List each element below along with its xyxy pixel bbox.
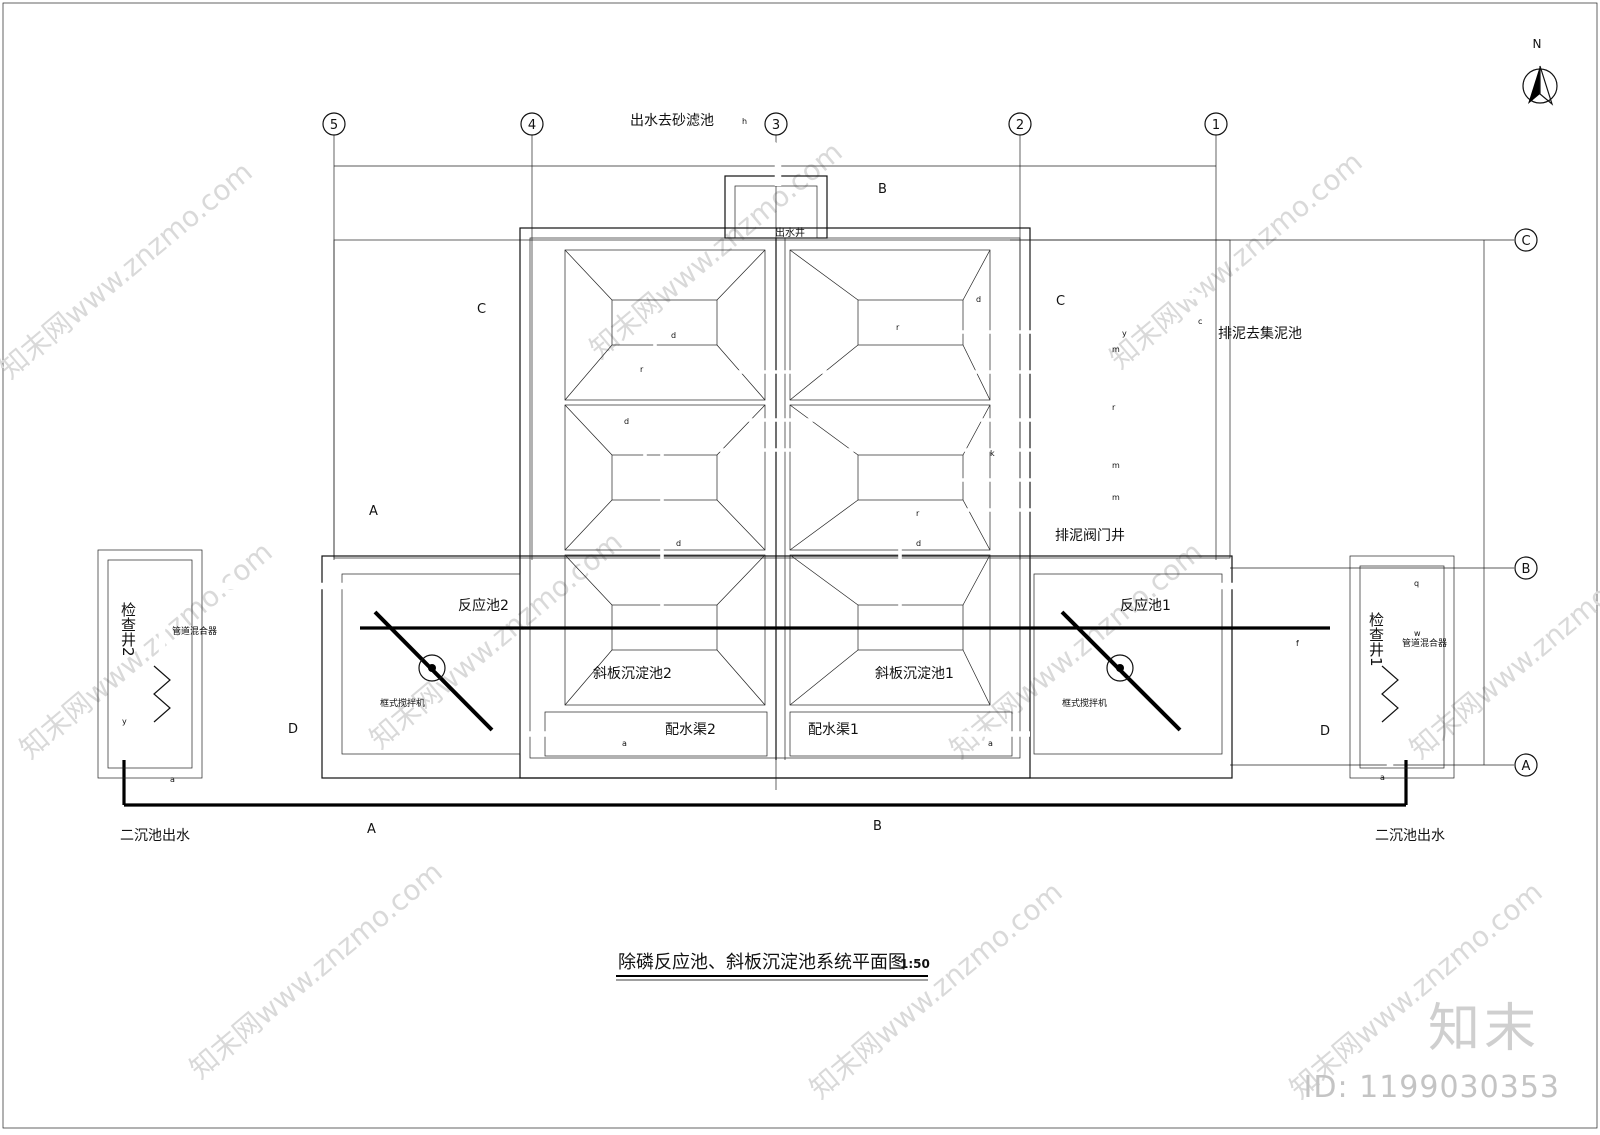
pipe-mixer-right-label: 管道混合器 bbox=[1402, 637, 1447, 649]
section-marker-a: A bbox=[367, 822, 376, 837]
inspection-well-1-label: 检查井1 bbox=[1367, 612, 1385, 667]
axis-bubble bbox=[1514, 753, 1538, 777]
axis-bubble bbox=[520, 112, 544, 136]
section-marker-b: B bbox=[878, 182, 887, 197]
watermark-text: 知末网www.znzmo.com bbox=[803, 875, 1068, 1105]
inspection-well-2-text: 检查井2 bbox=[119, 602, 137, 657]
watermark-text: 知末网www.znzmo.com bbox=[0, 155, 259, 385]
image-id-watermark: ID: 1199030353 bbox=[1303, 1070, 1560, 1105]
pipe-tag: y bbox=[1122, 329, 1127, 338]
watermark-text: 知末网www.znzmo.com bbox=[183, 855, 448, 1085]
pipe-tags: h d r d r d m r m k m r d d c y a a f q … bbox=[122, 117, 1421, 784]
secondary-outlet-right-label: 二沉池出水 bbox=[1375, 828, 1445, 844]
sludge-to-thickener-label: 排泥去集泥池 bbox=[1218, 325, 1302, 342]
outlet-well-label: 出水井 bbox=[775, 226, 805, 239]
section-marker-b: B bbox=[873, 819, 882, 834]
watermark-text: 知末网www.znzmo.com bbox=[1403, 535, 1600, 765]
axis-label: 4 bbox=[528, 118, 536, 133]
pipe-tag: a bbox=[622, 739, 627, 748]
pipe-tag: h bbox=[742, 117, 747, 126]
section-marker-a: A bbox=[369, 504, 378, 519]
mixer-left-label: 框式搅拌机 bbox=[380, 697, 425, 709]
pipe-tag: d bbox=[624, 417, 629, 426]
section-markers: A A B B C C D D bbox=[288, 182, 1330, 837]
mixer-right-label: 框式搅拌机 bbox=[1062, 697, 1107, 709]
drawing-scale: 1:50 bbox=[900, 957, 930, 971]
drawing-title: 除磷反应池、斜板沉淀池系统平面图 bbox=[618, 952, 906, 973]
axis-bubble bbox=[1204, 112, 1228, 136]
inspection-wells bbox=[97, 549, 1455, 779]
axis-bubble bbox=[1008, 112, 1032, 136]
pipe-tag: f bbox=[1296, 639, 1299, 648]
pipe-tag: k bbox=[990, 449, 995, 458]
area-labels: 出水去砂滤池 出水井 排泥去集泥池 排泥阀门井 反应池2 反应池1 斜板沉淀池2… bbox=[120, 113, 1447, 844]
sludge-valve-well-label: 排泥阀门井 bbox=[1055, 528, 1125, 544]
tank-structure bbox=[321, 227, 1233, 779]
pipe-mixer-left-label: 管道混合器 bbox=[172, 625, 217, 637]
section-marker-c: C bbox=[477, 302, 486, 317]
pipe-tag: d bbox=[976, 295, 981, 304]
outlet-to-sand-filter-label: 出水去砂滤池 bbox=[630, 113, 714, 129]
axis-label: 2 bbox=[1016, 118, 1024, 133]
pipe-tag: r bbox=[1112, 403, 1116, 412]
axis-label: 1 bbox=[1212, 118, 1220, 133]
section-marker-d: D bbox=[288, 722, 298, 737]
channel-1-label: 配水渠1 bbox=[808, 722, 859, 738]
secondary-outlet-left-label: 二沉池出水 bbox=[120, 828, 190, 844]
mixer-right-icon bbox=[1060, 610, 1182, 732]
pipe-tag: r bbox=[916, 509, 920, 518]
pipe-tag: r bbox=[896, 323, 900, 332]
outlet-well bbox=[720, 136, 828, 239]
mixer-left-icon bbox=[373, 610, 494, 732]
sludge-pipes bbox=[642, 292, 1205, 632]
axis-bubble bbox=[322, 112, 346, 136]
pipe-tag: y bbox=[122, 717, 127, 726]
reaction-tank-1-label: 反应池1 bbox=[1120, 597, 1171, 614]
pipe-tag: d bbox=[916, 539, 921, 548]
axis-label: C bbox=[1521, 234, 1530, 249]
settler-1-label: 斜板沉淀池1 bbox=[875, 666, 954, 682]
pipe-tag: m bbox=[1112, 345, 1120, 354]
section-marker-d: D bbox=[1320, 724, 1330, 739]
watermark-text: 知末网www.znzmo.com bbox=[943, 535, 1208, 765]
axis-label: A bbox=[1522, 759, 1531, 774]
channel-2-label: 配水渠2 bbox=[665, 722, 716, 738]
pipe-tag: m bbox=[1112, 493, 1120, 502]
pipe-tag: d bbox=[671, 331, 676, 340]
pipe-tag: a bbox=[170, 775, 175, 784]
axis-bubble bbox=[764, 112, 788, 136]
inspection-well-1-text: 检查井1 bbox=[1367, 612, 1385, 667]
pipe-tag: a bbox=[988, 739, 993, 748]
settler-2-label: 斜板沉淀池2 bbox=[593, 666, 672, 682]
axis-bubble bbox=[1514, 556, 1538, 580]
axis-label: B bbox=[1522, 562, 1531, 577]
north-label: N bbox=[1533, 37, 1542, 51]
inlet-pipes bbox=[122, 582, 1408, 807]
pipe-tag: a bbox=[1380, 773, 1385, 782]
pipe-tag: d bbox=[676, 539, 681, 548]
section-marker-c: C bbox=[1056, 294, 1065, 309]
north-arrow-icon: N bbox=[1522, 37, 1558, 106]
axis-label: 5 bbox=[330, 118, 338, 133]
drawing-title-block: 除磷反应池、斜板沉淀池系统平面图 1:50 bbox=[616, 952, 930, 981]
pipe-tag: q bbox=[1414, 579, 1419, 588]
pipe-tag: r bbox=[640, 365, 644, 374]
pipe-tag: w bbox=[1414, 629, 1421, 638]
watermark-text: 知末网www.znzmo.com bbox=[13, 535, 278, 765]
brand-watermark: 知末 bbox=[1427, 999, 1540, 1059]
reaction-tank-2-label: 反应池2 bbox=[458, 597, 509, 614]
pipe-tag: c bbox=[1198, 317, 1202, 326]
pipe-tag: m bbox=[1112, 461, 1120, 470]
axis-label: 3 bbox=[772, 118, 780, 133]
inspection-well-2-label: 检查井2 bbox=[119, 602, 137, 657]
axis-bubble bbox=[1514, 228, 1538, 252]
